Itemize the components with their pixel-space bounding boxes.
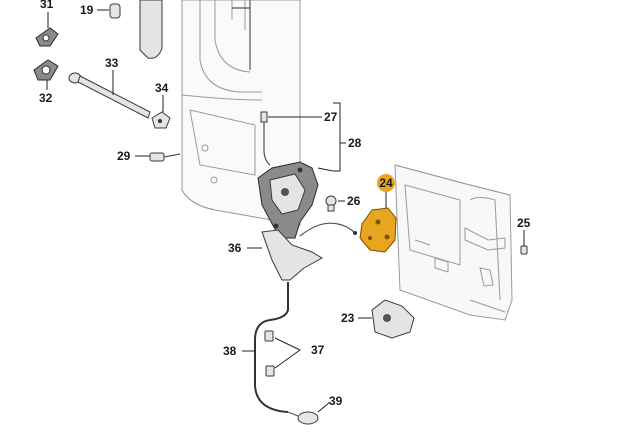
callout-38: 38 — [223, 344, 237, 358]
callout-34: 34 — [155, 81, 169, 95]
callout-24-highlighted: 24 — [377, 174, 395, 192]
cable-top — [232, 0, 251, 70]
part-27-rod — [260, 111, 322, 166]
callout-24: 24 — [379, 176, 393, 190]
part-handle-top — [139, 0, 163, 59]
body-panel-right — [394, 164, 513, 321]
part-39-cable-end — [287, 401, 331, 425]
door-lock-mechanism — [257, 161, 319, 239]
callout-24-badge — [377, 174, 395, 192]
part-23-striker — [358, 299, 415, 339]
part-19-bumper — [97, 3, 121, 19]
part-25-screw — [520, 230, 528, 255]
callout-29: 29 — [117, 149, 131, 163]
part-24-latch-highlighted — [359, 190, 397, 253]
callout-39: 39 — [329, 394, 343, 408]
part-34-clip — [151, 95, 171, 129]
part-37-clips — [264, 330, 301, 377]
part-26-clip — [325, 195, 345, 212]
callout-32: 32 — [39, 91, 53, 105]
cable-latch — [299, 222, 357, 237]
callout-36: 36 — [228, 241, 242, 255]
part-38-cable — [242, 282, 289, 413]
callout-26: 26 — [347, 194, 361, 208]
bracket-28 — [317, 102, 346, 172]
callout-31: 31 — [40, 0, 54, 11]
callout-28: 28 — [348, 136, 362, 150]
callout-25: 25 — [517, 216, 531, 230]
part-29-screw — [135, 152, 181, 162]
callout-37: 37 — [311, 343, 325, 357]
callout-33: 33 — [105, 56, 119, 70]
part-32-grommet — [33, 59, 59, 90]
callout-27: 27 — [324, 110, 338, 124]
part-36-cover — [247, 229, 323, 281]
part-33-rod — [68, 70, 151, 119]
callout-labels: 19 31 32 33 34 29 27 28 26 25 36 23 38 3… — [39, 0, 531, 408]
callout-19: 19 — [80, 3, 94, 17]
callout-23: 23 — [341, 311, 355, 325]
part-31-grommet — [35, 12, 59, 47]
